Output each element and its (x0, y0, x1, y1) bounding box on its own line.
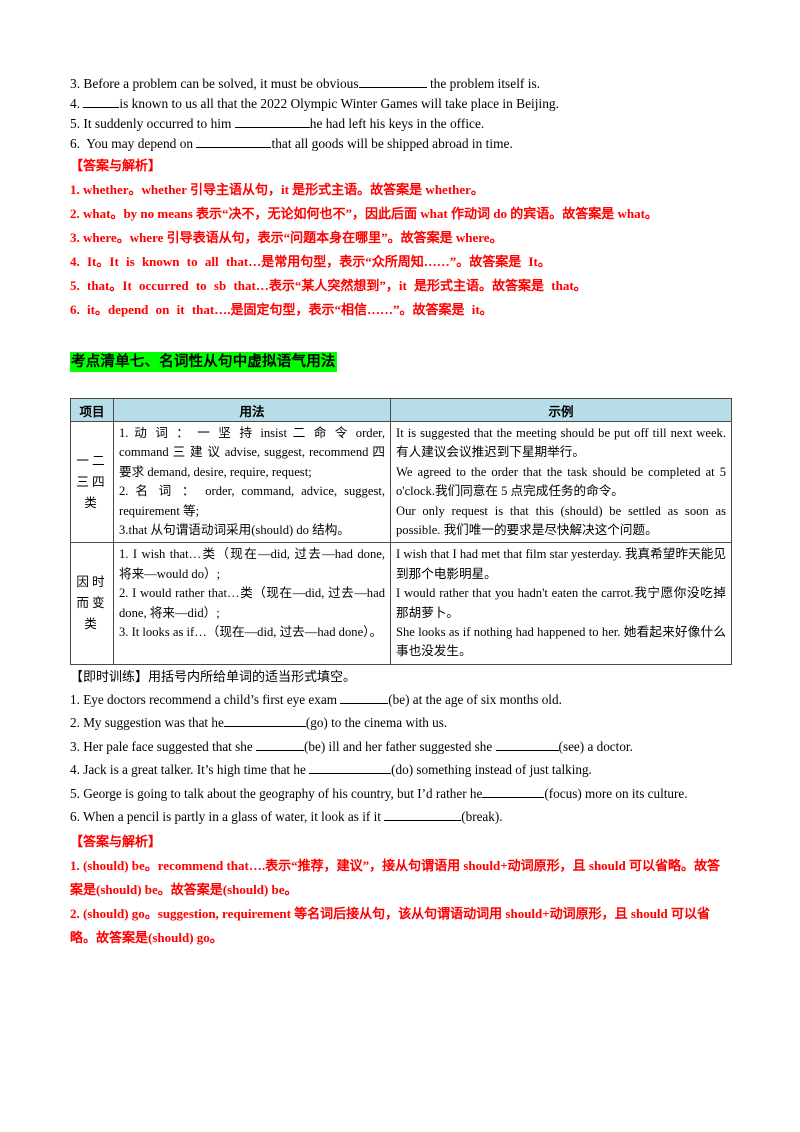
question-number: 4. (70, 96, 81, 111)
usage-line: 2. I would rather that…类（现在—did, 过去—had … (119, 586, 385, 620)
table-row: 因时而变类 1. I wish that…类（现在—did, 过去—had do… (70, 542, 732, 665)
answers-title: 【答案与解析】 (70, 835, 162, 851)
section-heading: 考点清单七、名词性从句中虚拟语气用法 (70, 352, 337, 372)
question-number: 6. (70, 136, 81, 151)
question-text: You may depend on (80, 136, 197, 151)
answers-title: 【答案与解析】 (70, 159, 162, 174)
question-text: that all goods will be shipped abroad in… (271, 136, 513, 151)
answer-blank[interactable] (309, 761, 392, 775)
answer-blank[interactable] (234, 115, 310, 128)
answer-item: 2. what。by no means 表示“决不，无论如何也不”，因此后面 w… (70, 206, 658, 221)
category-cell: 因时而变类 (70, 542, 114, 665)
usage-line: 1. I wish that…类（现在—did, 过去—had done, 将来… (119, 547, 385, 581)
question-text: It suddenly occurred to him (80, 116, 235, 131)
question-number: 3. (70, 76, 81, 91)
question-3: 3. Before a problem can be solved, it mu… (70, 74, 732, 94)
example-line: We agreed to the order that the task sho… (396, 464, 726, 499)
answer-blank[interactable] (196, 135, 272, 148)
example-line: I wish that I had met that film star yes… (396, 547, 726, 581)
answer-item: 1. whether。whether 引导主语从句，it 是形式主语。故答案是 … (70, 182, 484, 197)
answer-item: 5. that。It occurred to sb that…表示“某人突然想到… (70, 278, 587, 293)
answer-blank[interactable] (340, 691, 389, 704)
question-6: 6. You may depend on that all goods will… (70, 134, 732, 154)
answers-top: 【答案与解析】 1. whether。whether 引导主语从句，it 是形式… (70, 156, 732, 322)
practice-question-3: 3. Her pale face suggested that she (be)… (70, 735, 732, 758)
question-text: 3. Her pale face suggested that she (70, 738, 257, 754)
usage-line: 3.that 从句谓语动词采用(should) do 结构。 (119, 523, 350, 538)
question-text: 2. My suggestion was that he (70, 715, 224, 731)
question-text: the problem itself is. (426, 76, 541, 91)
practice-section: 【即时训练】用括号内所给单词的适当形式填空。 1. Eye doctors re… (70, 666, 732, 828)
question-text: Before a problem can be solved, it must … (80, 76, 359, 91)
practice-question-4: 4. Jack is a great talker. It’s high tim… (70, 758, 732, 781)
answer-blank[interactable] (256, 738, 305, 751)
answer-blank[interactable] (495, 738, 559, 751)
example-line: Our only request is that this (should) b… (396, 503, 726, 538)
usage-line: 1. 动 词 ： 一 坚 持 insist 二 命 令 order, comma… (119, 426, 385, 479)
section-heading-wrap: 考点清单七、名词性从句中虚拟语气用法 (70, 352, 732, 382)
column-header-usage: 用法 (113, 398, 391, 422)
answer-blank[interactable] (384, 808, 462, 821)
answers-bottom: 【答案与解析】 1. (should) be。recommend that….表… (70, 832, 732, 950)
question-number: 5. (70, 116, 81, 131)
question-text: 6. When a pencil is partly in a glass of… (70, 808, 385, 824)
example-line: It is suggested that the meeting should … (396, 426, 726, 460)
question-text: 4. Jack is a great talker. It’s high tim… (70, 762, 310, 778)
question-text: (go) to the cinema with us. (305, 715, 448, 731)
usage-cell: 1. 动 词 ： 一 坚 持 insist 二 命 令 order, comma… (113, 420, 391, 544)
answer-blank[interactable] (83, 95, 120, 108)
answer-blank[interactable] (358, 75, 427, 88)
answer-item: 4. It。It is known to all that…是常用句型，表示“众… (70, 254, 551, 269)
question-text: (see) a doctor. (558, 738, 633, 754)
practice-title: 【即时训练】用括号内所给单词的适当形式填空。 (70, 668, 357, 684)
example-line: I would rather that you hadn't eaten the… (396, 586, 726, 620)
question-text: is known to us all that the 2022 Olympic… (119, 96, 559, 111)
question-text: (do) something instead of just talking. (391, 762, 592, 778)
question-text: (be) at the age of six months old. (388, 691, 562, 707)
answer-item: 6. it。depend on it that….是固定句型，表示“相信……”。… (70, 302, 493, 317)
column-header-category: 项目 (70, 398, 114, 422)
question-text: 5. George is going to talk about the geo… (70, 785, 483, 801)
answer-blank[interactable] (482, 785, 545, 798)
usage-cell: 1. I wish that…类（现在—did, 过去—had done, 将来… (113, 542, 391, 665)
question-text: he had left his keys in the office. (309, 116, 485, 131)
question-4: 4. is known to us all that the 2022 Olym… (70, 94, 732, 114)
exercise-top: 3. Before a problem can be solved, it mu… (70, 74, 732, 154)
usage-table: 项目 用法 示例 一二三四类 1. 动 词 ： 一 坚 持 insist 二 命… (70, 398, 732, 665)
answer-item: 2. (should) go。suggestion, requirement 等… (70, 906, 711, 946)
category-cell: 一二三四类 (70, 420, 114, 544)
example-cell: I wish that I had met that film star yes… (390, 542, 732, 665)
question-text: (focus) more on its culture. (544, 785, 688, 801)
practice-question-1: 1. Eye doctors recommend a child’s first… (70, 688, 732, 711)
table-row: 一二三四类 1. 动 词 ： 一 坚 持 insist 二 命 令 order,… (70, 420, 732, 544)
column-header-example: 示例 (390, 398, 732, 422)
usage-line: 3. It looks as if…（现在—did, 过去—had done）。 (119, 625, 383, 640)
practice-question-6: 6. When a pencil is partly in a glass of… (70, 805, 732, 828)
document-page: 3. Before a problem can be solved, it mu… (70, 74, 732, 950)
practice-question-5: 5. George is going to talk about the geo… (70, 782, 732, 805)
example-line: She looks as if nothing had happened to … (396, 625, 726, 659)
question-text: (break). (461, 808, 503, 824)
answer-item: 3. where。where 引导表语从句，表示“问题本身在哪里”。故答案是 w… (70, 230, 503, 245)
example-cell: It is suggested that the meeting should … (390, 420, 732, 544)
answer-item: 1. (should) be。recommend that….表示“推荐，建议”… (70, 858, 721, 898)
usage-line: 2. 名 词 ： order, command, advice, suggest… (119, 484, 385, 518)
answer-blank[interactable] (223, 714, 306, 728)
table-header-row: 项目 用法 示例 (70, 398, 732, 422)
question-5: 5. It suddenly occurred to him he had le… (70, 114, 732, 134)
question-text: 1. Eye doctors recommend a child’s first… (70, 691, 341, 707)
question-text: (be) ill and her father suggested she (304, 738, 496, 754)
practice-question-2: 2. My suggestion was that he (go) to the … (70, 711, 732, 734)
